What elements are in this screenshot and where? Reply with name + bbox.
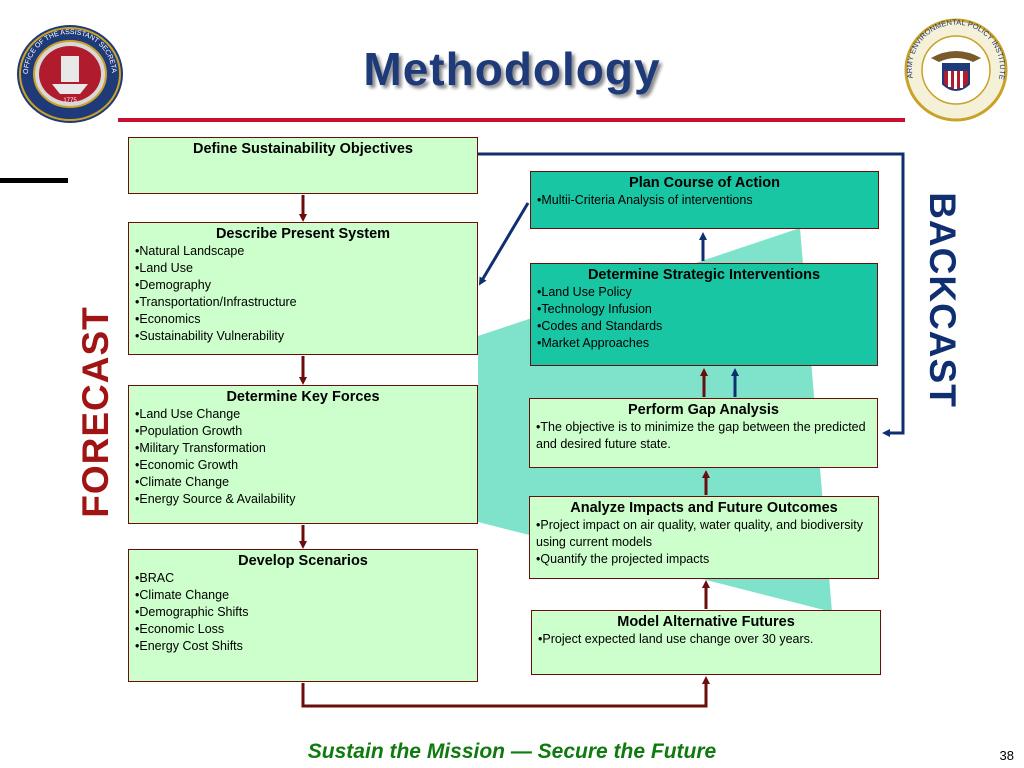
seal-left-year: 1775 [63, 98, 77, 104]
box-gap-title: Perform Gap Analysis [628, 402, 779, 418]
list-item: Codes and Standards [537, 318, 871, 335]
box-strategic-interventions: Determine Strategic Interventions Land U… [530, 263, 878, 366]
list-item: Land Use Change [135, 406, 471, 423]
box-scenarios-title: Develop Scenarios [238, 553, 368, 569]
list-item: Climate Change [135, 474, 471, 491]
list-item: The objective is to minimize the gap bet… [536, 419, 871, 453]
list-item: BRAC [135, 570, 471, 587]
list-item: Quantify the projected impacts [536, 551, 872, 568]
backcast-label: BACKCAST [922, 192, 963, 408]
arrow-plan-to-describe [478, 202, 530, 286]
list-item: Demographic Shifts [135, 604, 471, 621]
list-item: Energy Cost Shifts [135, 638, 471, 655]
list-item: Natural Landscape [135, 243, 471, 260]
box-keyforces-title: Determine Key Forces [226, 389, 380, 405]
box-model-title: Model Alternative Futures [617, 614, 795, 630]
list-item: Land Use [135, 260, 471, 277]
list-item: Technology Infusion [537, 301, 871, 318]
page-number: 38 [999, 748, 1014, 763]
box-perform-gap-analysis: Perform Gap Analysis The objective is to… [529, 398, 878, 468]
list-item: Economic Growth [135, 457, 471, 474]
list-item: Land Use Policy [537, 284, 871, 301]
environmental-policy-institute-seal: ARMY ENVIRONMENTAL POLICY INSTITUTE [904, 18, 1008, 122]
title-divider [118, 118, 905, 122]
list-item: Energy Source & Availability [135, 491, 471, 508]
list-item: Sustainability Vulnerability [135, 328, 471, 345]
box-model-alternative-futures: Model Alternative Futures Project expect… [531, 610, 881, 675]
slide-title: Methodology [363, 43, 661, 95]
box-analyze-impacts: Analyze Impacts and Future Outcomes Proj… [529, 496, 879, 579]
footer-tagline: Sustain the Mission — Secure the Future [307, 740, 717, 763]
box-interventions-title: Determine Strategic Interventions [587, 267, 821, 283]
side-dash [0, 178, 68, 183]
list-item: Climate Change [135, 587, 471, 604]
list-item: Project impact on air quality, water qua… [536, 517, 872, 551]
box-plan-course-of-action: Plan Course of Action Multii-Criteria An… [530, 171, 879, 229]
arrow-define-to-gap [478, 152, 905, 437]
forecast-label: FORECAST [75, 306, 116, 518]
box-plan-title: Plan Course of Action [629, 175, 780, 191]
list-item: Military Transformation [135, 440, 471, 457]
list-item: Project expected land use change over 30… [538, 631, 874, 648]
box-develop-scenarios: Develop Scenarios BRAC Climate Change De… [128, 549, 478, 682]
list-item: Transportation/Infrastructure [135, 294, 471, 311]
list-item: Economic Loss [135, 621, 471, 638]
box-define-title: Define Sustainability Objectives [193, 141, 413, 157]
box-impacts-title: Analyze Impacts and Future Outcomes [570, 500, 838, 516]
list-item: Demography [135, 277, 471, 294]
box-describe-present-system: Describe Present System Natural Landscap… [128, 222, 478, 355]
arrow-scenarios-to-model [301, 676, 710, 708]
list-item: Population Growth [135, 423, 471, 440]
box-define-objectives: Define Sustainability Objectives [128, 137, 478, 194]
assistant-secretary-army-seal: 1775 OFFICE OF THE ASSISTANT SECRETARY O… [14, 22, 123, 123]
list-item: Economics [135, 311, 471, 328]
list-item: Multii-Criteria Analysis of intervention… [537, 192, 872, 209]
box-describe-title: Describe Present System [215, 226, 391, 242]
list-item: Market Approaches [537, 335, 871, 352]
box-determine-key-forces: Determine Key Forces Land Use Change Pop… [128, 385, 478, 524]
